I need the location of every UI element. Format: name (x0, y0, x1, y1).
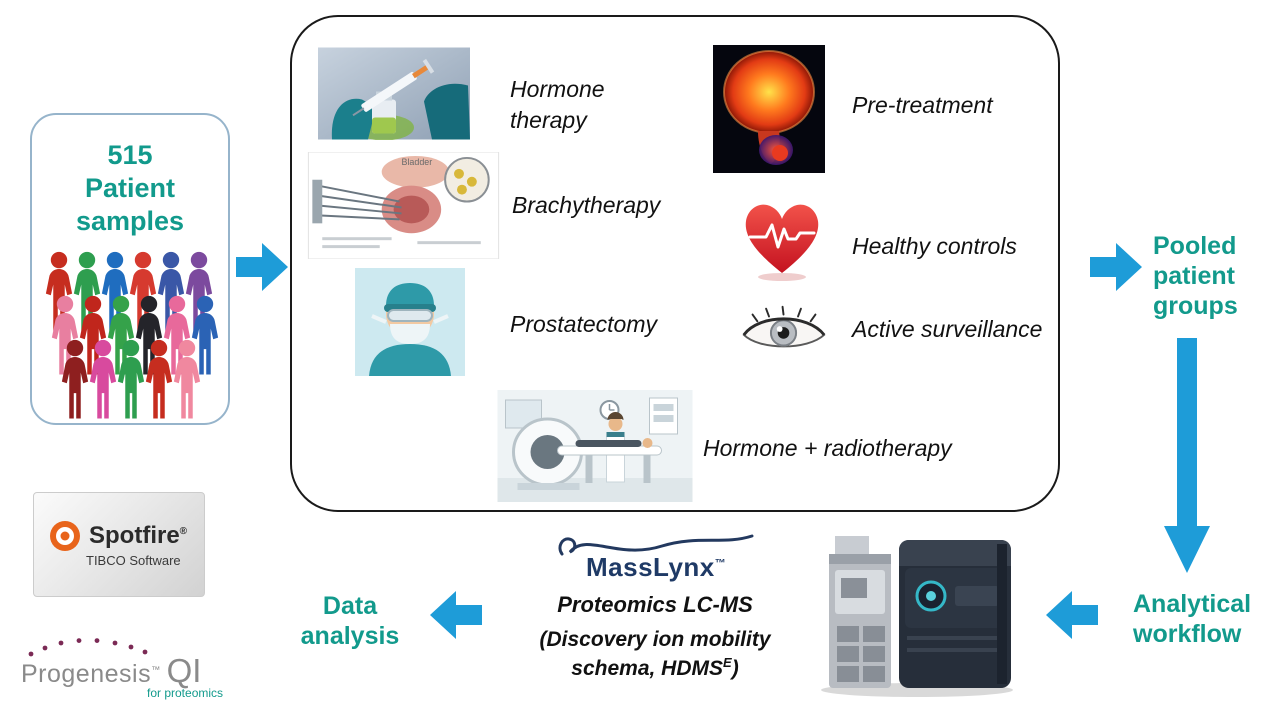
discovery-line: (Discovery ion mobility (539, 628, 771, 651)
treatment-label-active-surveillance: Active surveillance (852, 316, 1043, 342)
flow-arrow-right-1-icon (236, 243, 288, 291)
eye-icon (736, 300, 832, 360)
spotfire-logo: Spotfire® TIBCO Software (33, 492, 205, 597)
treatment-label-healthy-controls: Healthy controls (852, 233, 1017, 259)
brachytherapy-diagram-icon: Bladder (307, 152, 500, 259)
schema-text: schema, HDMS (571, 657, 724, 681)
person-icon (114, 339, 148, 421)
treatment-label-hormone-therapy: Hormone therapy (510, 76, 605, 134)
schema-line: schema, HDMSE) (490, 654, 820, 683)
flow-arrow-down-icon (1164, 338, 1210, 573)
person-icon (58, 339, 92, 421)
progenesis-logo: Progenesis™ QI for proteomics (15, 636, 235, 708)
person-icon (188, 295, 222, 377)
person-icon (86, 339, 120, 421)
spotfire-name: Spotfire® (89, 522, 187, 550)
patient-samples-box: 515 Patient samples (30, 113, 230, 425)
for-proteomics-label: for proteomics (147, 686, 224, 700)
masslynx-brand: MassLynx™ (586, 552, 726, 583)
progenesis-name-text: Progenesis (21, 660, 152, 688)
analytical-workflow-label: Analytical workflow (1133, 590, 1252, 648)
person-icon (48, 295, 82, 377)
progenesis-name: Progenesis™ (21, 660, 161, 689)
masslynx-tm: ™ (714, 557, 727, 570)
tibco-software-label: TIBCO Software (86, 553, 181, 568)
syringe-icon (318, 47, 470, 140)
treatment-label-hormone-radiotherapy: Hormone + radiotherapy (703, 435, 952, 461)
flow-arrow-right-2-icon (1090, 243, 1142, 291)
flow-arrow-left-analytical-icon (1046, 591, 1098, 639)
pooled-patient-groups-label: Pooled patient groups (1153, 232, 1238, 320)
surgeon-icon (354, 268, 466, 376)
treatment-label-brachytherapy: Brachytherapy (512, 192, 661, 218)
progenesis-tm: ™ (151, 664, 161, 675)
patient-crowd (42, 251, 228, 423)
person-icon (104, 295, 138, 377)
schema-close: ) (731, 657, 739, 681)
treatment-label-prostatectomy: Prostatectomy (510, 311, 657, 337)
prostate-scan-icon (713, 45, 825, 173)
hdms-superscript: E (723, 655, 732, 671)
brachy-caption: Bladder (402, 157, 433, 167)
spotfire-reg-mark: ® (179, 526, 188, 537)
spotfire-name-text: Spotfire (89, 522, 180, 549)
patient-samples-title: 515 Patient samples (75, 140, 185, 236)
person-icon (170, 339, 204, 421)
proteomics-lcms-label: Proteomics LC-MS (557, 592, 753, 617)
heart-ecg-icon (742, 199, 822, 281)
treatment-label-pre-treatment: Pre-treatment (852, 92, 993, 118)
progenesis-qi: QI (166, 652, 202, 689)
person-icon (160, 295, 194, 377)
mass-spectrometer-icon (815, 530, 1020, 698)
person-icon (142, 339, 176, 421)
ct-scanner-icon (497, 390, 693, 502)
flow-arrow-left-data-icon (430, 591, 482, 639)
progenesis-dots-icon (28, 638, 148, 657)
masslynx-logo: MassLynx™ (556, 530, 766, 588)
masslynx-swoosh-icon (558, 534, 754, 556)
discovery-ion-mobility-label: (Discovery ion mobility schema, HDMSE) (490, 626, 820, 684)
person-icon (76, 295, 110, 377)
spotfire-target-icon (50, 521, 80, 551)
masslynx-brand-text: MassLynx (586, 552, 715, 582)
person-icon (132, 295, 166, 377)
data-analysis-label: Data analysis (300, 592, 400, 650)
